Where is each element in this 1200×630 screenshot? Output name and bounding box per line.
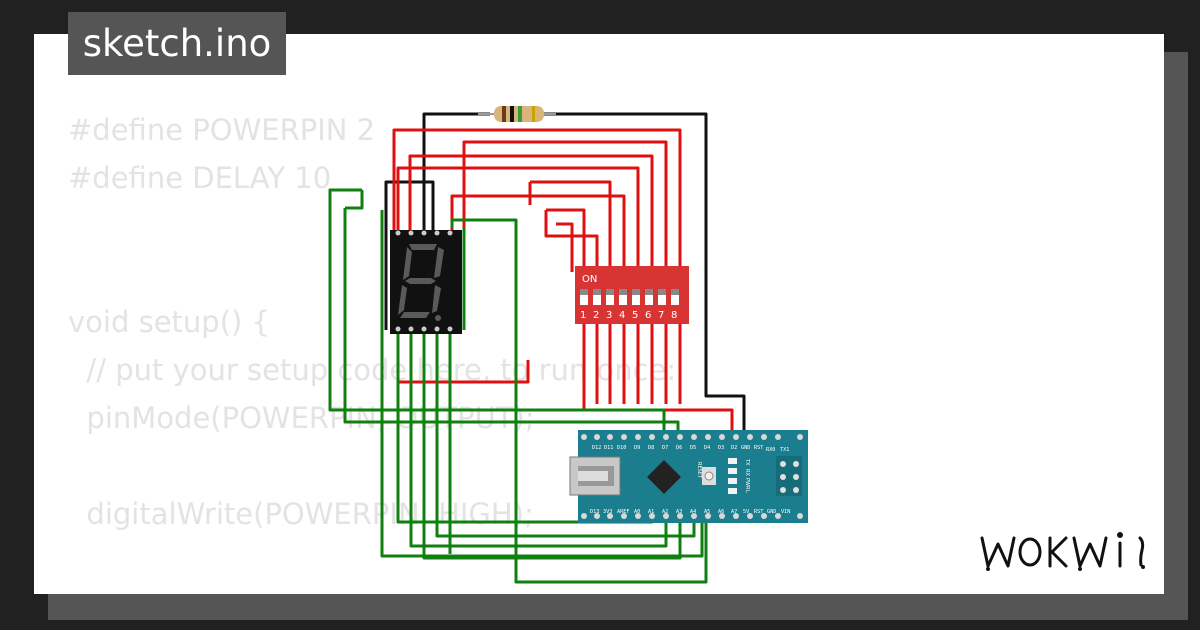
pin-label: D2 — [731, 445, 737, 451]
dip-number: 4 — [619, 310, 625, 321]
pin-label: A2 — [662, 509, 668, 515]
pin-label: D5 — [690, 445, 696, 451]
reset-label: RESET — [696, 462, 702, 479]
pin-label: D11 — [604, 445, 613, 451]
chip-icon — [647, 460, 681, 494]
pin-label: D9 — [634, 445, 640, 451]
pin-label: RST — [754, 509, 763, 515]
green-wires — [328, 188, 708, 584]
led-label: L — [744, 490, 750, 493]
dip-number: 6 — [645, 310, 651, 321]
led-label: TX — [744, 458, 750, 466]
dip-number: 8 — [671, 310, 677, 321]
arduino-nano[interactable]: D12 D11 D10 D9 D8 D7 D6 D5 D4 D3 D2 GND … — [569, 430, 808, 523]
dip-number: 1 — [580, 310, 586, 321]
pin-label: A7 — [731, 509, 737, 515]
pin-label: 3V3 — [603, 509, 612, 515]
dip-on-label: ON — [582, 274, 597, 285]
pin-label: A1 — [648, 509, 654, 515]
pin-label: GND — [767, 509, 776, 515]
pin-label: D8 — [648, 445, 654, 451]
pin-label: AREF — [617, 509, 630, 515]
pin-label: D6 — [676, 445, 682, 451]
code-line: pinMode(A0, INPUT); — [68, 586, 676, 594]
led-label: RX — [744, 469, 750, 476]
pin-label: A3 — [676, 509, 682, 515]
pin-label: D12 — [592, 445, 601, 451]
dip-number: 2 — [593, 310, 599, 321]
pin-label: A6 — [718, 509, 724, 515]
pin-label: GND — [741, 445, 750, 451]
code-line: #define POWERPIN 2 — [68, 113, 376, 147]
code-line: pinMode(POWERPIN, OUTPUT); — [68, 401, 535, 435]
led-label: PWR — [744, 478, 750, 490]
pin-label: D13 — [590, 509, 599, 515]
wokwi-logo — [980, 532, 1145, 571]
seven-segment-display[interactable] — [390, 230, 462, 334]
resistor[interactable] — [478, 106, 556, 122]
pin-label: RST — [754, 445, 763, 451]
icsp-header — [776, 456, 802, 496]
dip-number: 7 — [658, 310, 664, 321]
pin-label: 5V — [743, 509, 749, 515]
code-line: void setup() { — [68, 305, 270, 339]
pin-label: VIN — [781, 509, 790, 515]
dip-number: 3 — [606, 310, 612, 321]
pin-label: A5 — [704, 509, 710, 515]
pin-label: D4 — [704, 445, 710, 451]
pin-label: A4 — [690, 509, 696, 515]
pin-label: D10 — [617, 445, 626, 451]
code-line: digitalWrite(POWERPIN, HIGH); — [68, 497, 534, 531]
pin-label: D7 — [662, 445, 668, 451]
dip-number: 5 — [632, 310, 638, 321]
pin-label: TX1 — [780, 447, 789, 453]
pin-label: A0 — [634, 509, 640, 515]
code-line: #define DELAY 10 — [68, 161, 332, 195]
sketch-title[interactable]: sketch.ino — [68, 12, 286, 75]
dip-switch[interactable]: ON 1 2 3 4 5 6 7 8 — [575, 266, 689, 324]
pin-label: D3 — [718, 445, 724, 451]
pin-label: RX0 — [766, 447, 775, 453]
